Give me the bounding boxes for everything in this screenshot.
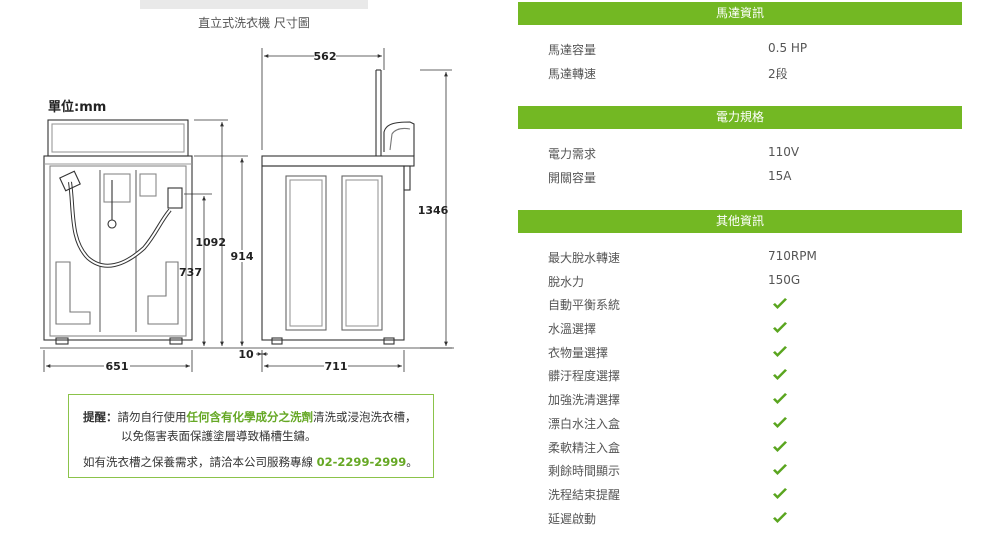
dimension-diagram: 562 1346 1092 914 737 651 10 711 [40,48,454,373]
check-icon [773,322,787,334]
notice-line-2: 以免傷害表面保護塗層導致桶槽生鏽。 [121,429,317,443]
check-icon [773,369,787,381]
notice-line-3: 如有洗衣槽之保養需求，請洽本公司服務專線 02-2299-2999。 [83,455,418,469]
other-info-header: 其他資訊 [518,210,962,233]
care-notice-box: 提醒：請勿自行使用任何含有化學成分之洗劑清洗或浸泡洗衣槽， 以免傷害表面保護塗層… [68,394,434,478]
dim-914: 914 [231,250,254,263]
spec-row: 延遲啟動 [518,506,962,530]
dim-1346: 1346 [418,204,449,217]
spec-row: 洗程結束提醒 [518,482,962,506]
check-icon [773,393,787,405]
power-spec-header: 電力規格 [518,106,962,129]
dim-10: 10 [238,348,254,361]
check-icon [773,487,787,499]
notice-line-1: 提醒：請勿自行使用任何含有化學成分之洗劑清洗或浸泡洗衣槽， [83,410,417,424]
dim-737: 737 [179,266,202,279]
check-icon [773,440,787,452]
spec-row: 髒汙程度選擇 [518,363,962,387]
spec-row: 加強洗清選擇 [518,387,962,411]
spec-row: 剩餘時間顯示 [518,458,962,482]
check-icon [773,345,787,357]
motor-info-header: 馬達資訊 [518,2,962,25]
dim-562: 562 [314,50,337,63]
spec-row: 漂白水注入盒 [518,411,962,435]
dim-711: 711 [325,360,348,373]
spec-row: 自動平衡系統 [518,292,962,316]
dim-1092: 1092 [195,236,226,249]
check-icon [773,298,787,310]
front-view [43,119,193,345]
check-icon [773,416,787,428]
dim-651: 651 [106,360,129,373]
diagram-title: 直立式洗衣機 尺寸圖 [198,16,310,30]
check-icon [773,464,787,476]
spec-row: 柔軟精注入盒 [518,435,962,459]
top-image-strip [140,0,368,9]
side-view [261,69,415,345]
spec-row: 衣物量選擇 [518,340,962,364]
spec-row: 水溫選擇 [518,316,962,340]
check-icon [773,511,787,523]
unit-label: 單位:mm [48,100,107,115]
service-phone: 02-2299-2999 [316,455,407,469]
